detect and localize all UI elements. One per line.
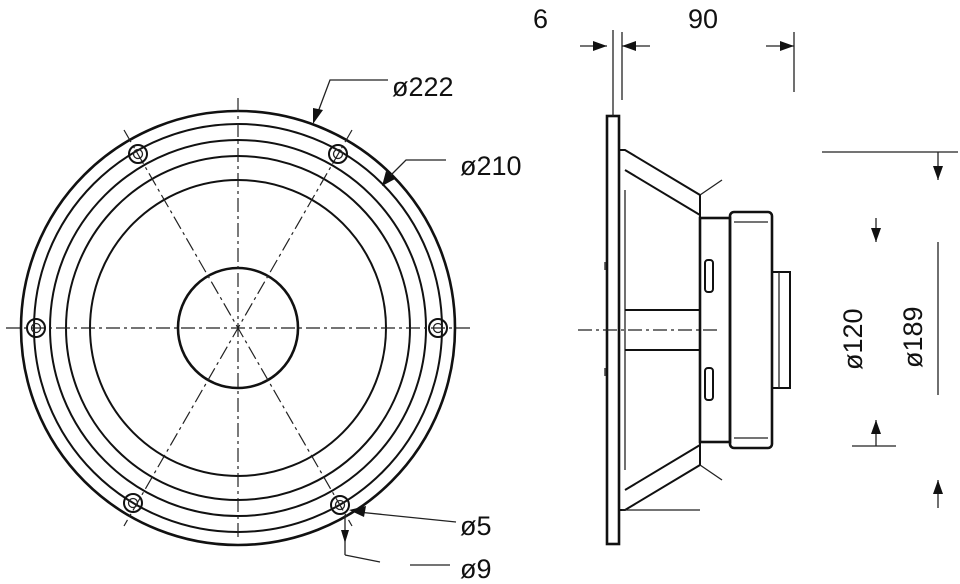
dim-flange-thickness [580, 41, 650, 51]
basket-slot-bottom [704, 367, 714, 401]
leader-hole-diameter [349, 506, 457, 523]
leader-mounting-circle [382, 159, 446, 186]
leader-outer-diameter [313, 79, 388, 124]
dim-cutout-diameter [822, 151, 958, 508]
mounting-hole-bottom-right [330, 495, 350, 515]
pole-piece [771, 271, 791, 389]
mounting-hole-top-left [128, 144, 148, 164]
diagonal-centerline-2 [123, 129, 353, 527]
mounting-hole-right [428, 318, 448, 338]
mounting-hole-bottom-left [123, 493, 143, 513]
magnet [728, 210, 774, 450]
side-view: 6 90 ø120 ø189 [533, 4, 958, 546]
label-flange-thickness: 6 [533, 4, 548, 34]
label-mounting-circle: ø210 [460, 151, 522, 181]
label-outer-diameter: ø222 [392, 72, 454, 102]
mounting-hole-left [26, 318, 46, 338]
label-hole-diameter: ø5 [460, 511, 492, 541]
label-cutout-diameter: ø189 [898, 306, 928, 368]
mounting-hole-top-right [328, 144, 348, 164]
basket-slot-top [704, 259, 714, 293]
label-magnet-diameter: ø120 [838, 308, 868, 370]
front-view: ø222 ø210 ø5 ø9 [6, 72, 522, 584]
dim-depth [766, 32, 795, 92]
leader-hole-outer-diameter [341, 515, 450, 566]
label-hole-outer-diameter: ø9 [460, 554, 492, 584]
dim-magnet-diameter [852, 218, 896, 447]
label-depth: 90 [688, 4, 718, 34]
